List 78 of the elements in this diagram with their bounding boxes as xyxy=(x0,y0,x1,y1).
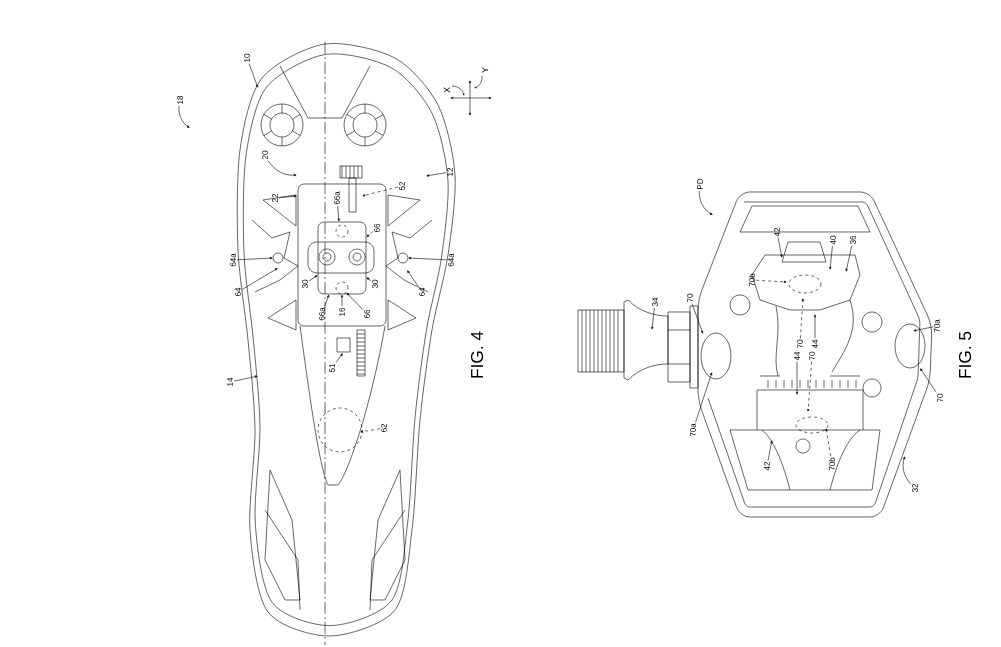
callout-number: 70 xyxy=(937,393,943,403)
callout-number: 44 xyxy=(794,351,800,361)
leader-line xyxy=(337,205,340,222)
leader-line xyxy=(267,160,297,177)
leader-line xyxy=(346,292,364,310)
leader-line xyxy=(695,372,713,423)
callout-number: 66a xyxy=(334,191,340,205)
leader-line xyxy=(807,361,812,412)
callout-number: 42 xyxy=(764,461,770,471)
callout-number: 32 xyxy=(912,483,918,493)
leader-line xyxy=(426,172,447,177)
callout-number: 62 xyxy=(381,423,387,433)
leader-line xyxy=(825,428,831,457)
callout-number: 70 xyxy=(797,339,803,349)
leader-line xyxy=(691,303,704,334)
leader-line xyxy=(178,105,190,128)
callout-number: 66a xyxy=(319,307,325,321)
callout-number: 70 xyxy=(809,351,815,361)
leader-line xyxy=(829,245,833,270)
callout-number: 22 xyxy=(272,193,278,203)
leader-line xyxy=(324,294,330,307)
leader-line xyxy=(241,268,278,290)
callout-number: 52 xyxy=(399,181,405,191)
leader-line xyxy=(651,307,655,330)
callout-number: 70b xyxy=(749,273,755,287)
leader-line xyxy=(407,270,419,287)
leader-line xyxy=(248,63,259,88)
callout-number: 64a xyxy=(448,253,454,267)
hole-outline xyxy=(335,281,349,295)
leader-line xyxy=(366,231,374,237)
leader-line xyxy=(278,195,297,198)
callout-number: 70a xyxy=(690,423,696,437)
leader-line xyxy=(913,326,934,332)
axis-label: X xyxy=(443,87,451,93)
callout-number: 44 xyxy=(812,339,818,349)
callout-number: 30 xyxy=(302,279,308,289)
leader-line xyxy=(777,237,783,258)
callout-number: 34 xyxy=(652,297,658,307)
leader-line xyxy=(340,294,344,307)
callout-number: PD xyxy=(697,178,703,189)
callout-number: 70a xyxy=(934,319,940,333)
callout-number: 18 xyxy=(177,95,183,104)
leader-line xyxy=(335,353,343,363)
callout-number: 64 xyxy=(235,287,241,297)
leader-line xyxy=(800,298,804,339)
axis-label: Y xyxy=(481,67,489,73)
callout-number: 64 xyxy=(419,287,425,297)
leader-line xyxy=(233,375,258,382)
leader-line xyxy=(795,361,799,395)
leader-line xyxy=(920,368,937,393)
callout-number: 36 xyxy=(850,235,856,245)
leader-line xyxy=(698,190,713,215)
callout-number: 66 xyxy=(374,223,380,233)
callout-number: 20 xyxy=(262,150,268,160)
callout-number: 10 xyxy=(244,53,250,62)
leader-line xyxy=(845,245,853,272)
callout-number: 16 xyxy=(339,307,345,316)
leader-line xyxy=(308,275,318,282)
figure-label: FIG. 4 xyxy=(470,331,484,378)
callout-number: 14 xyxy=(227,377,233,386)
leader-line xyxy=(902,456,912,485)
callout-number: 42 xyxy=(774,227,780,237)
leader-line xyxy=(236,257,273,261)
leader-line xyxy=(813,314,817,339)
callout-number: 70 xyxy=(687,293,693,303)
leader-line xyxy=(360,428,381,433)
leader-line xyxy=(408,257,448,261)
callout-number: 30 xyxy=(372,279,378,289)
callout-number: 40 xyxy=(830,235,836,245)
figure-label: FIG. 5 xyxy=(958,331,972,378)
leader-line xyxy=(366,277,372,282)
callout-number: 70b xyxy=(829,457,835,471)
callout-number: 51 xyxy=(329,363,335,373)
leader-line xyxy=(767,440,773,461)
callout-number: 66 xyxy=(364,309,370,319)
callout-number: 64a xyxy=(230,253,236,267)
callout-number: 12 xyxy=(447,167,453,176)
cleat-outline xyxy=(317,221,367,295)
